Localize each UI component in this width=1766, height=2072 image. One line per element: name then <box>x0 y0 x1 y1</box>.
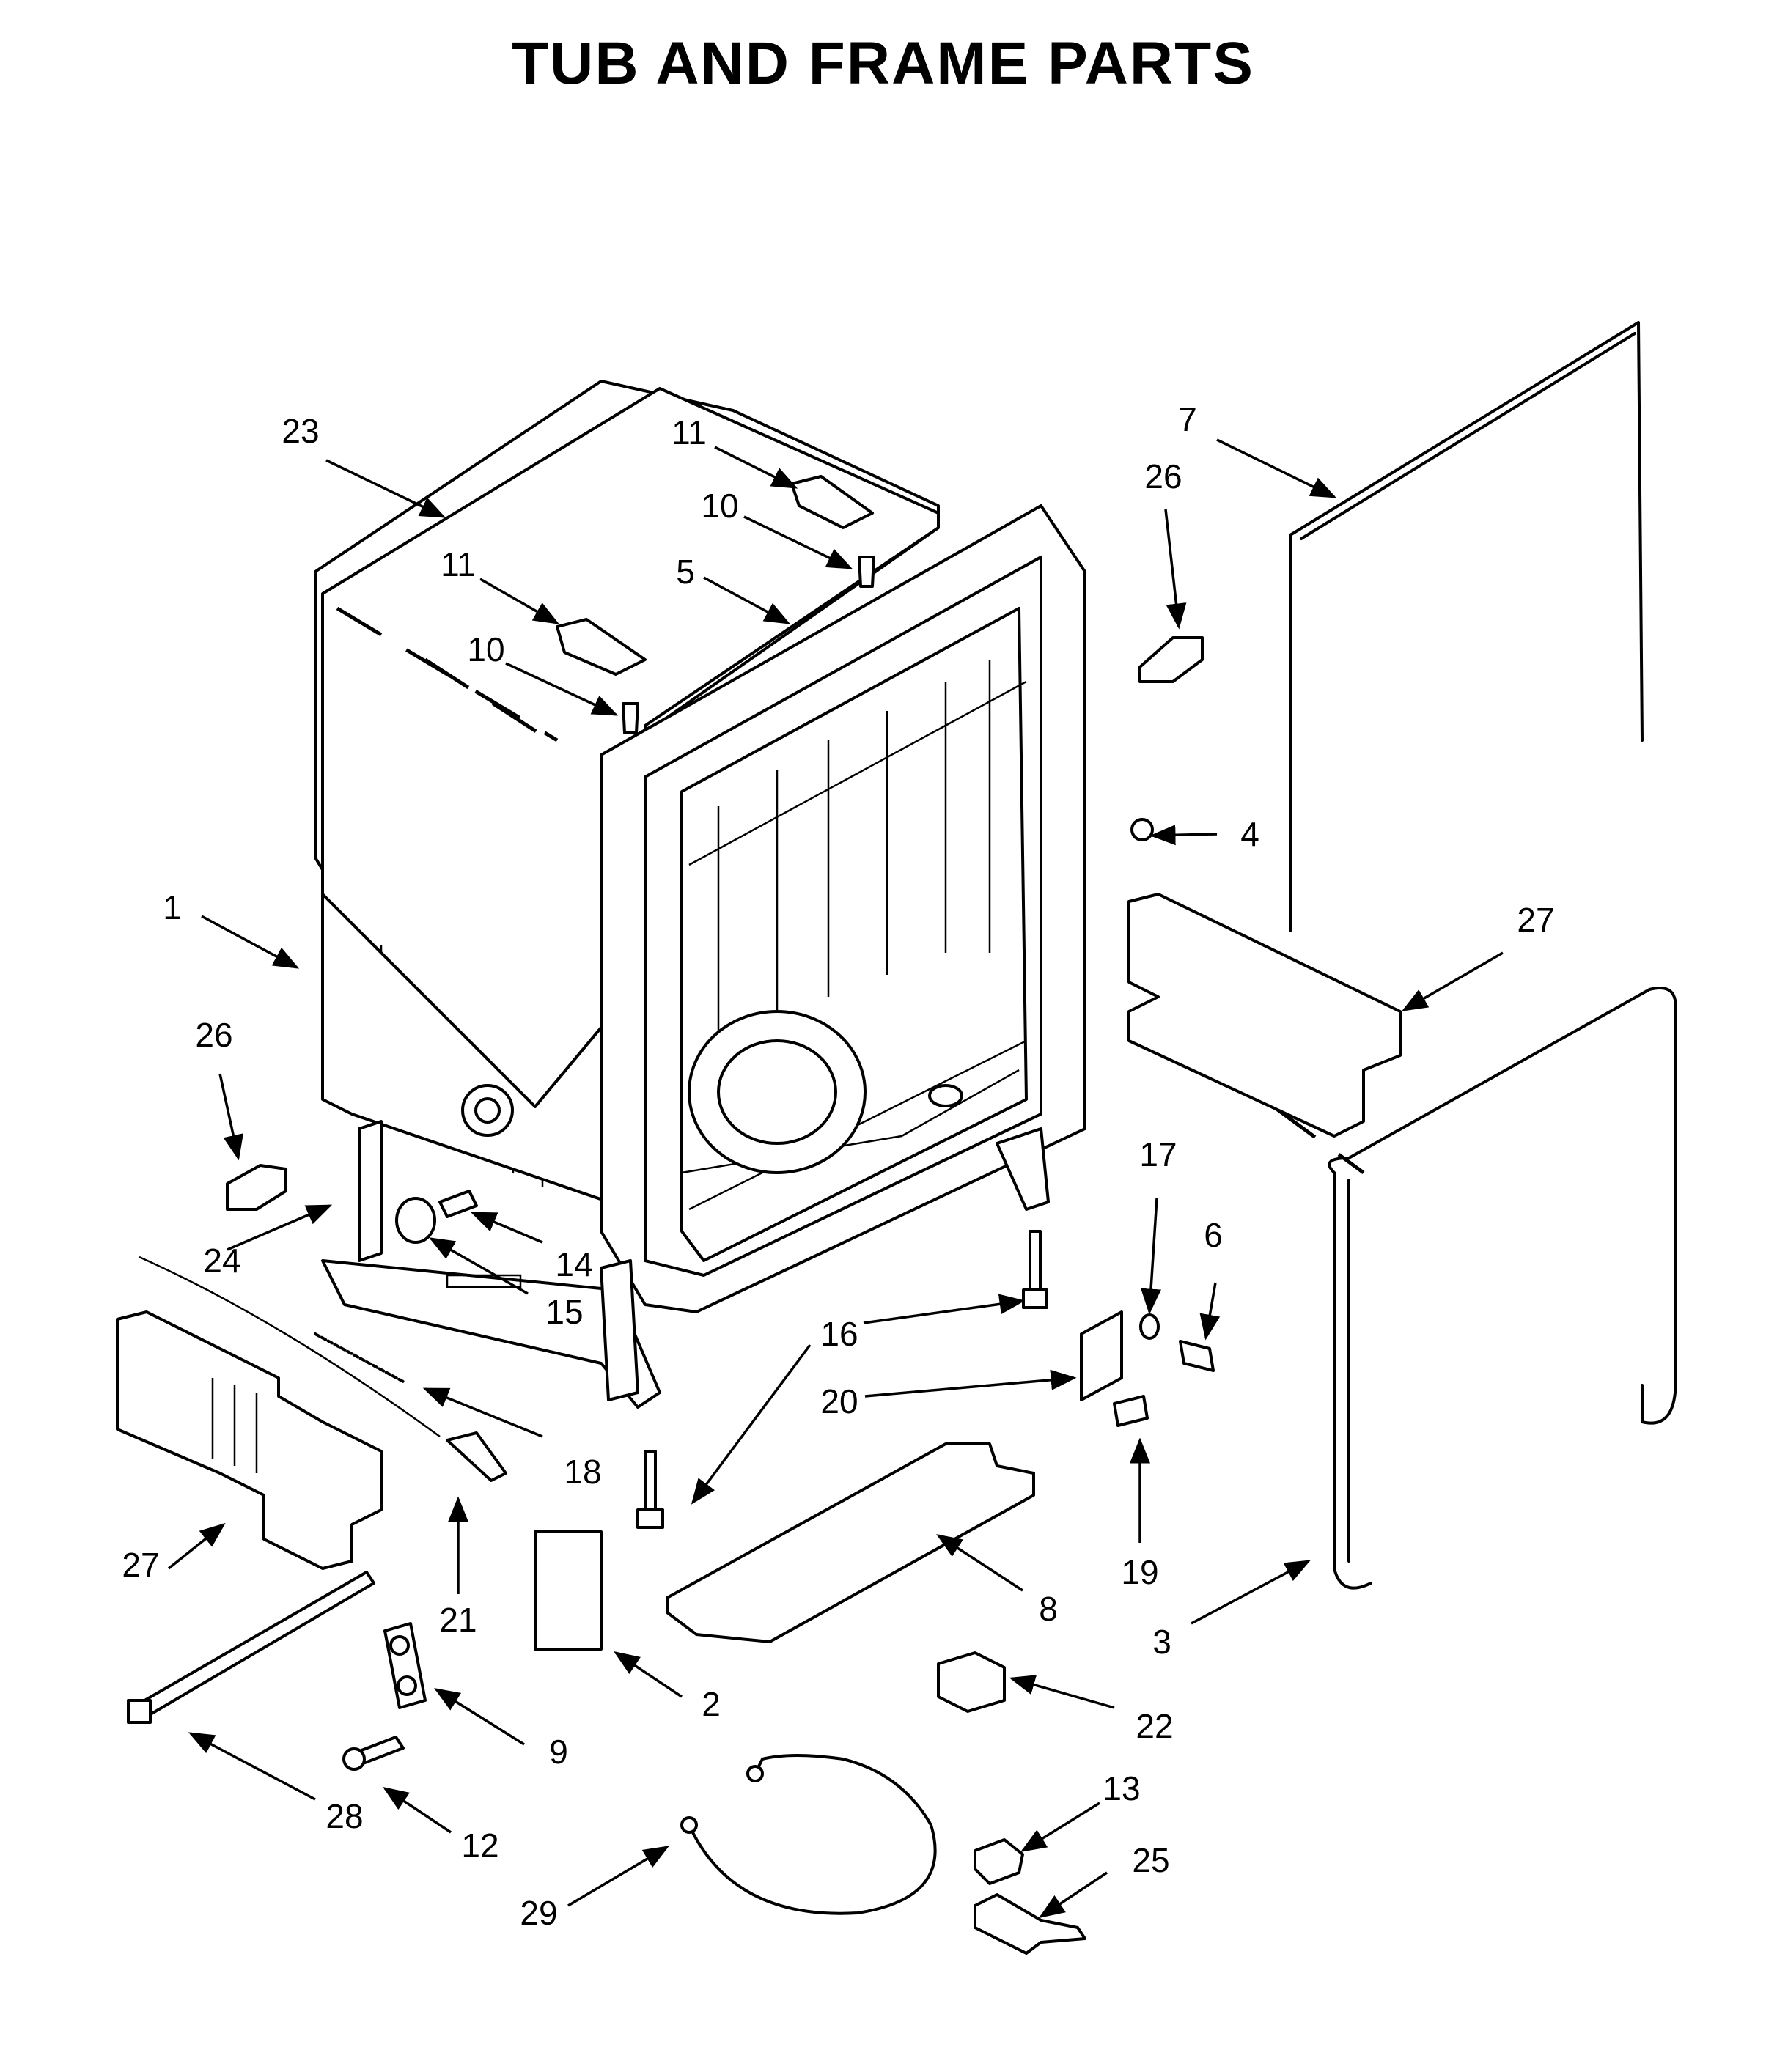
wire-clip <box>446 1431 507 1482</box>
callout-21: 21 <box>439 1601 477 1639</box>
callout-15: 15 <box>545 1293 584 1331</box>
callout-11-side: 11 <box>441 545 476 583</box>
mounting-bracket-top <box>790 475 874 529</box>
callout-10-top: 10 <box>701 487 739 525</box>
corner-cap-right <box>1138 636 1204 683</box>
callout-7: 7 <box>1178 400 1197 438</box>
callout-26-right: 26 <box>1144 457 1182 495</box>
callout-12: 12 <box>461 1826 499 1865</box>
leveling-leg-left <box>636 1450 664 1529</box>
mounting-bracket-side <box>556 618 647 676</box>
insulation-left <box>116 1310 383 1570</box>
callout-17: 17 <box>1139 1135 1177 1173</box>
callout-1: 1 <box>163 888 182 926</box>
door-gasket-u <box>1328 987 1677 1425</box>
screw-top <box>858 556 875 588</box>
diagram-title: TUB AND FRAME PARTS <box>512 30 1254 97</box>
callout-18: 18 <box>564 1453 602 1491</box>
insulation-right <box>1127 893 1402 1138</box>
plate <box>1080 1310 1123 1401</box>
tub-assembly <box>314 380 1365 1409</box>
callout-28: 28 <box>325 1797 364 1835</box>
callout-26-left: 26 <box>195 1016 233 1054</box>
leveling-leg-right <box>1022 1230 1048 1309</box>
callout-29: 29 <box>520 1894 558 1932</box>
callout-10-side: 10 <box>467 630 505 668</box>
callout-19: 19 <box>1121 1553 1159 1591</box>
screw <box>438 1190 478 1218</box>
callout-22: 22 <box>1136 1707 1174 1745</box>
callout-16-right: 16 <box>820 1315 858 1353</box>
callout-25: 25 <box>1132 1841 1170 1879</box>
label-card <box>534 1530 603 1651</box>
callout-20: 20 <box>820 1382 858 1420</box>
plug <box>1130 818 1154 841</box>
callout-24: 24 <box>203 1242 241 1280</box>
clip <box>937 1651 1006 1713</box>
screw-side <box>622 702 639 734</box>
callout-13: 13 <box>1103 1769 1141 1807</box>
door-gasket-top <box>1289 321 1644 742</box>
spring <box>314 1332 405 1383</box>
callout-6: 6 <box>1204 1216 1223 1254</box>
callout-8: 8 <box>1039 1590 1058 1628</box>
sensor <box>974 1838 1024 1885</box>
wire-harness <box>688 1754 937 1915</box>
callout-4: 4 <box>1240 815 1259 853</box>
washer <box>1139 1313 1160 1340</box>
corner-cap-left <box>226 1164 287 1211</box>
callout-14: 14 <box>555 1245 593 1283</box>
callout-11-top: 11 <box>672 413 707 451</box>
bolt <box>1113 1395 1149 1427</box>
callout-9: 9 <box>549 1733 568 1771</box>
callout-27-right: 27 <box>1517 901 1555 939</box>
callout-3: 3 <box>1152 1623 1171 1661</box>
screw-right <box>1179 1340 1215 1372</box>
callout-2: 2 <box>702 1685 721 1723</box>
callout-27-left: 27 <box>122 1546 160 1584</box>
base-plate <box>666 1442 1035 1643</box>
leader-lines <box>167 438 1504 1918</box>
callout-5: 5 <box>676 553 695 591</box>
callout-23: 23 <box>282 412 320 450</box>
cable-tie <box>130 1571 375 1720</box>
sensor-bracket <box>974 1893 1086 1955</box>
wheel <box>395 1197 436 1244</box>
